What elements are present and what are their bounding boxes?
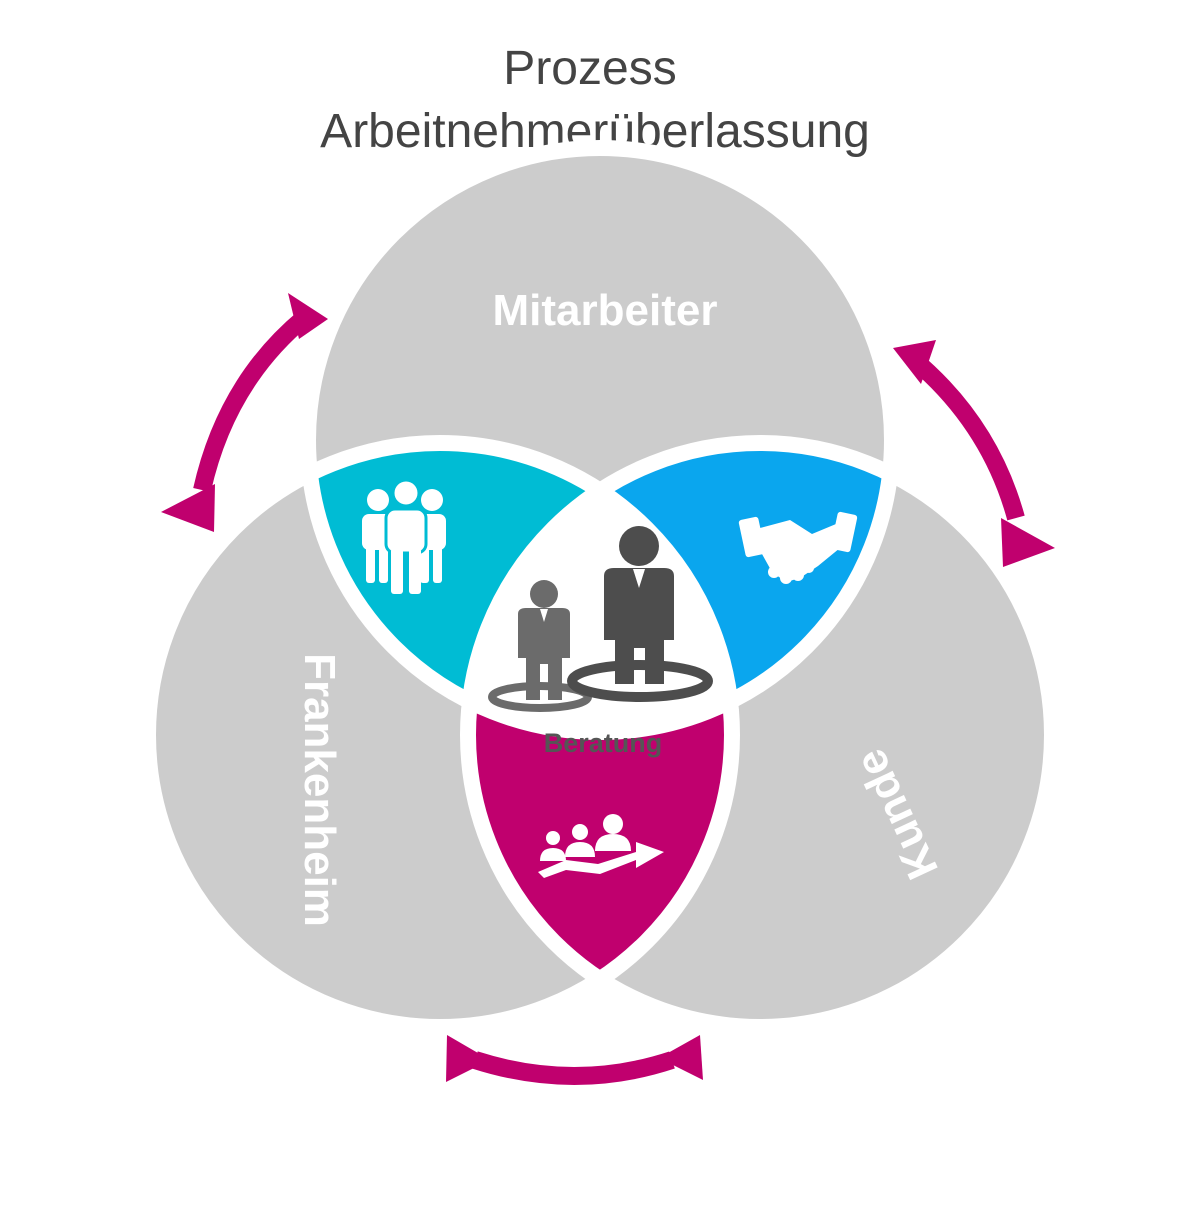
business-people-consulting-icon [488,526,713,712]
label-mitarbeiter: Mitarbeiter [493,286,718,335]
handshake-icon [738,511,858,584]
label-frankenheim: Frankenheim [295,653,344,927]
outline-mitarbeiter [300,140,900,740]
title-line-1: Prozess [503,42,676,95]
arrow-top-left [161,293,328,532]
label-beratung: Beratung [544,728,663,758]
group-people-icon [362,478,446,594]
team-growth-arrow-icon [538,814,664,878]
outline-frankenheim [140,435,740,1035]
arrow-top-right [893,340,1055,567]
arrow-bottom [446,1035,703,1085]
outline-kunde [460,435,1060,1035]
